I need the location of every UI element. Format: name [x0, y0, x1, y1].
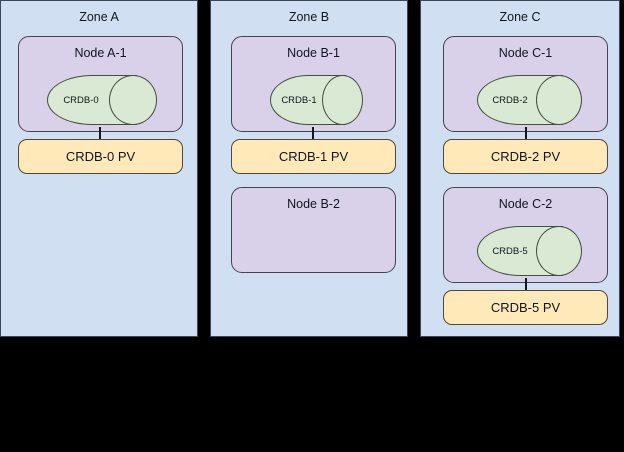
volume-box-crdb-5-pv[interactable]: CRDB-5 PV: [443, 290, 608, 325]
database-cylinder-crdb-1[interactable]: CRDB-1: [270, 75, 363, 125]
connector-crdb-0-to-pv: [99, 127, 101, 141]
database-cylinder-crdb-2[interactable]: CRDB-2: [477, 75, 582, 125]
database-cylinder-crdb-0[interactable]: CRDB-0: [47, 75, 157, 125]
volume-label-crdb-1-pv: CRDB-1 PV: [278, 149, 349, 164]
node-title-a-1: Node A-1: [74, 46, 127, 60]
volume-label-crdb-2-pv: CRDB-2 PV: [490, 149, 561, 164]
volume-box-crdb-1-pv[interactable]: CRDB-1 PV: [231, 139, 396, 174]
node-box-c-2[interactable]: Node C-2 CRDB-5: [443, 187, 608, 283]
database-label-crdb-2: CRDB-2: [492, 94, 528, 106]
volume-label-crdb-0-pv: CRDB-0 PV: [65, 149, 136, 164]
node-title-b-1: Node B-1: [287, 46, 340, 60]
volume-box-crdb-0-pv[interactable]: CRDB-0 PV: [18, 139, 183, 174]
database-label-crdb-5: CRDB-5: [492, 245, 528, 257]
zone-title-c: Zone C: [499, 10, 541, 24]
database-label-crdb-0: CRDB-0: [63, 94, 99, 106]
node-box-b-2[interactable]: Node B-2: [231, 187, 396, 273]
cylinder-end-cap: [536, 75, 582, 125]
connector-crdb-2-to-pv: [525, 127, 527, 141]
zone-panel-a[interactable]: Zone A Node A-1 CRDB-0 CRDB-0 PV: [0, 0, 198, 337]
node-box-b-1[interactable]: Node B-1 CRDB-1: [231, 36, 396, 132]
node-title-c-2: Node C-2: [498, 197, 553, 211]
volume-label-crdb-5-pv: CRDB-5 PV: [490, 300, 561, 315]
node-title-c-1: Node C-1: [498, 46, 553, 60]
zone-title-b: Zone B: [288, 10, 330, 24]
cylinder-end-cap: [536, 226, 582, 276]
connector-crdb-5-to-pv: [525, 278, 527, 292]
cylinder-end-cap: [109, 75, 157, 125]
zone-panel-b[interactable]: Zone B Node B-1 CRDB-1 CRDB-1 PV Node B-…: [210, 0, 408, 337]
node-box-a-1[interactable]: Node A-1 CRDB-0: [18, 36, 183, 132]
zone-title-a: Zone A: [79, 10, 119, 24]
node-title-b-2: Node B-2: [287, 197, 340, 211]
zone-panel-c[interactable]: Zone C Node C-1 CRDB-2 CRDB-2 PV Node C-…: [420, 0, 620, 337]
node-box-c-1[interactable]: Node C-1 CRDB-2: [443, 36, 608, 132]
database-label-crdb-1: CRDB-1: [281, 94, 317, 106]
cylinder-end-cap: [322, 75, 363, 125]
connector-crdb-1-to-pv: [312, 127, 314, 141]
database-cylinder-crdb-5[interactable]: CRDB-5: [477, 226, 582, 276]
volume-box-crdb-2-pv[interactable]: CRDB-2 PV: [443, 139, 608, 174]
